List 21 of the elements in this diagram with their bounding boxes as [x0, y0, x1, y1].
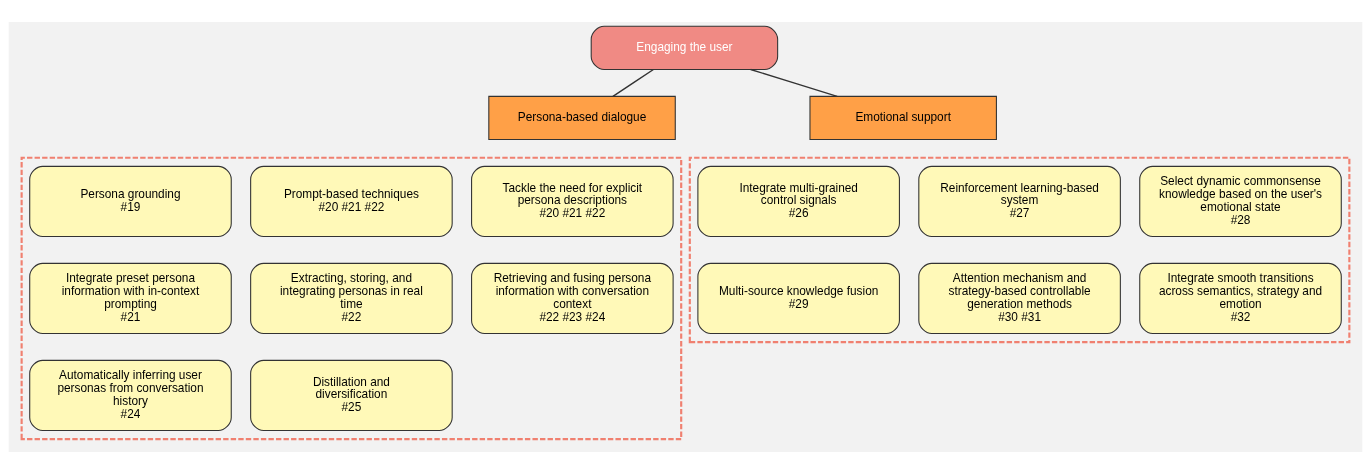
node-box: Tackle the need for explicit persona descriptions #20 #21 #22 [471, 165, 674, 237]
node-box: Multi-source knowledge fusion #29 [697, 262, 900, 334]
node-box: Integrate preset persona information with in-context prompting #21 [29, 262, 232, 334]
connector [749, 68, 838, 98]
node-box: Distillation and diversification #25 [250, 359, 453, 431]
node-box: Persona-based dialogue [488, 95, 676, 140]
node-box: Select dynamic commonsense knowledge based on the user's emotional state #28 [1139, 165, 1342, 237]
node-box: Persona grounding #19 [29, 165, 232, 237]
node-box: Retrieving and fusing persona information with conversation context #22 #23 #24 [471, 262, 674, 334]
node-box: Integrate smooth transitions across semantics, strategy and emotion #32 [1139, 262, 1342, 334]
cluster [20, 156, 683, 441]
node-box: Extracting, storing, and integrating personas in real time #22 [250, 262, 453, 334]
node-box: Prompt-based techniques #20 #21 #22 [250, 165, 453, 237]
node-box: Integrate multi-grained control signals #26 [697, 165, 900, 237]
node-box: Engaging the user [590, 25, 779, 70]
node-box: Reinforcement learning-based system #27 [918, 165, 1121, 237]
node-box: Automatically inferring user personas from conversation history #24 [29, 359, 232, 431]
node-box: Emotional support [809, 95, 997, 140]
cluster [688, 156, 1351, 344]
node-box: Attention mechanism and strategy-based controllable generation methods #30 #31 [918, 262, 1121, 334]
connector [612, 68, 655, 98]
